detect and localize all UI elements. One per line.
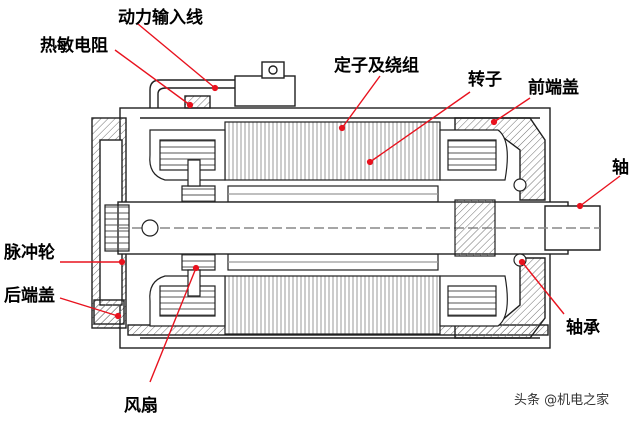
leader-lines bbox=[59, 23, 621, 383]
label-power-input-line: 动力输入线 bbox=[118, 8, 203, 28]
label-front-end-cover: 前端盖 bbox=[528, 78, 579, 98]
label-shaft: 轴 bbox=[612, 158, 629, 178]
label-thermistor: 热敏电阻 bbox=[40, 36, 108, 56]
stator-windings bbox=[149, 129, 508, 327]
label-pulse-wheel: 脉冲轮 bbox=[4, 243, 55, 263]
rear-end-cover bbox=[91, 117, 127, 329]
watermark: 头条 @机电之家 bbox=[514, 393, 610, 408]
label-bearing: 轴承 bbox=[566, 318, 600, 338]
shaft bbox=[117, 201, 601, 255]
stator-core bbox=[224, 121, 441, 335]
power-cable-assembly bbox=[149, 61, 296, 109]
label-rear-end-cover: 后端盖 bbox=[4, 286, 55, 306]
label-stator-and-windings: 定子及绕组 bbox=[334, 56, 419, 76]
label-rotor: 转子 bbox=[468, 70, 502, 90]
bearings bbox=[141, 178, 527, 267]
label-fan: 风扇 bbox=[124, 396, 158, 416]
rotor-core bbox=[227, 185, 439, 271]
pulse-wheel bbox=[104, 204, 130, 252]
